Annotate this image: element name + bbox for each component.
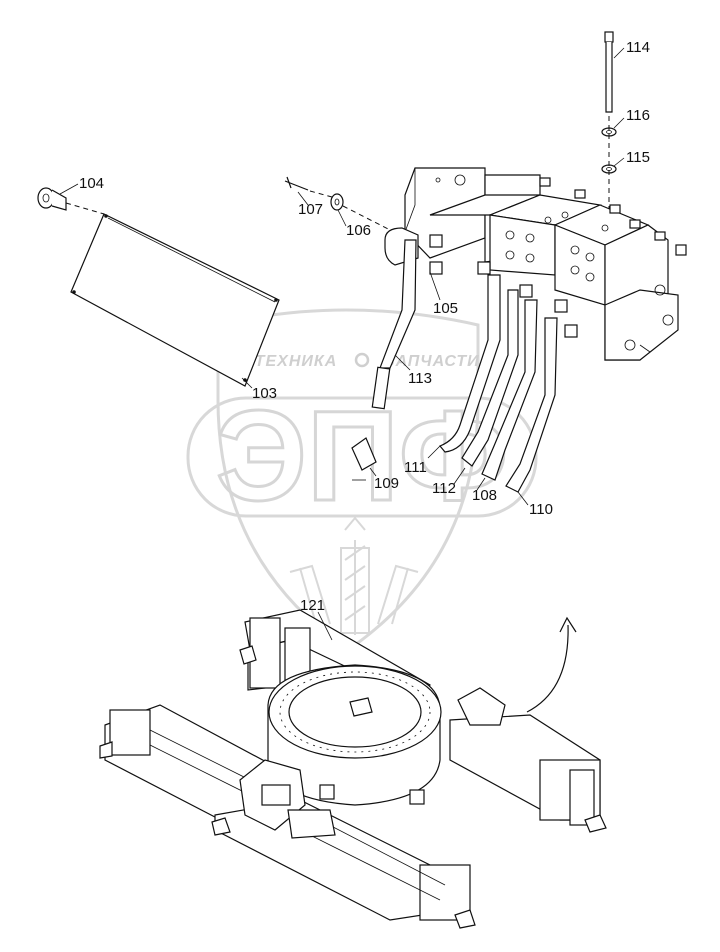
callout-112: 112 — [432, 480, 456, 497]
callout-104: 104 — [79, 175, 104, 192]
watermark-band — [186, 396, 538, 518]
watermark-gear-icon — [354, 352, 370, 368]
callout-121: 121 — [300, 597, 325, 614]
lever-111 — [439, 274, 501, 453]
callout-110: 110 — [529, 501, 553, 518]
callout-111: 111 — [404, 459, 427, 476]
cover-plate-103 — [70, 213, 280, 387]
lever-113 — [371, 239, 417, 410]
watermark-wheat-icon — [289, 516, 419, 635]
watermark-right-word: ЗАПЧАСТИ — [384, 353, 479, 370]
control-valve — [384, 167, 687, 361]
bolt-114 — [604, 31, 614, 113]
callout-109: 109 — [374, 475, 399, 492]
lever-112 — [461, 289, 519, 467]
callout-108: 108 — [472, 487, 497, 504]
base-frame-121 — [99, 609, 607, 929]
pin-107 — [284, 176, 333, 198]
callout-114: 114 — [626, 39, 650, 56]
callout-116: 116 — [626, 107, 650, 124]
rotation-arrow — [526, 616, 577, 713]
callout-107: 107 — [298, 201, 323, 218]
lever-108 — [481, 299, 538, 481]
callout-113: 113 — [408, 370, 432, 387]
callout-106: 106 — [346, 222, 371, 239]
knob-109 — [351, 437, 377, 481]
washer-106 — [330, 193, 401, 236]
callout-105: 105 — [433, 300, 458, 317]
knob-104 — [37, 187, 105, 215]
callout-115: 115 — [626, 149, 650, 166]
callout-labels: 114 116 115 104 107 106 105 113 103 111 … — [79, 39, 650, 614]
callout-103: 103 — [252, 385, 277, 402]
watermark-shield — [216, 308, 480, 652]
watermark-left-word: ТЕХНИКА — [255, 353, 338, 370]
callout-leaders — [59, 47, 625, 641]
